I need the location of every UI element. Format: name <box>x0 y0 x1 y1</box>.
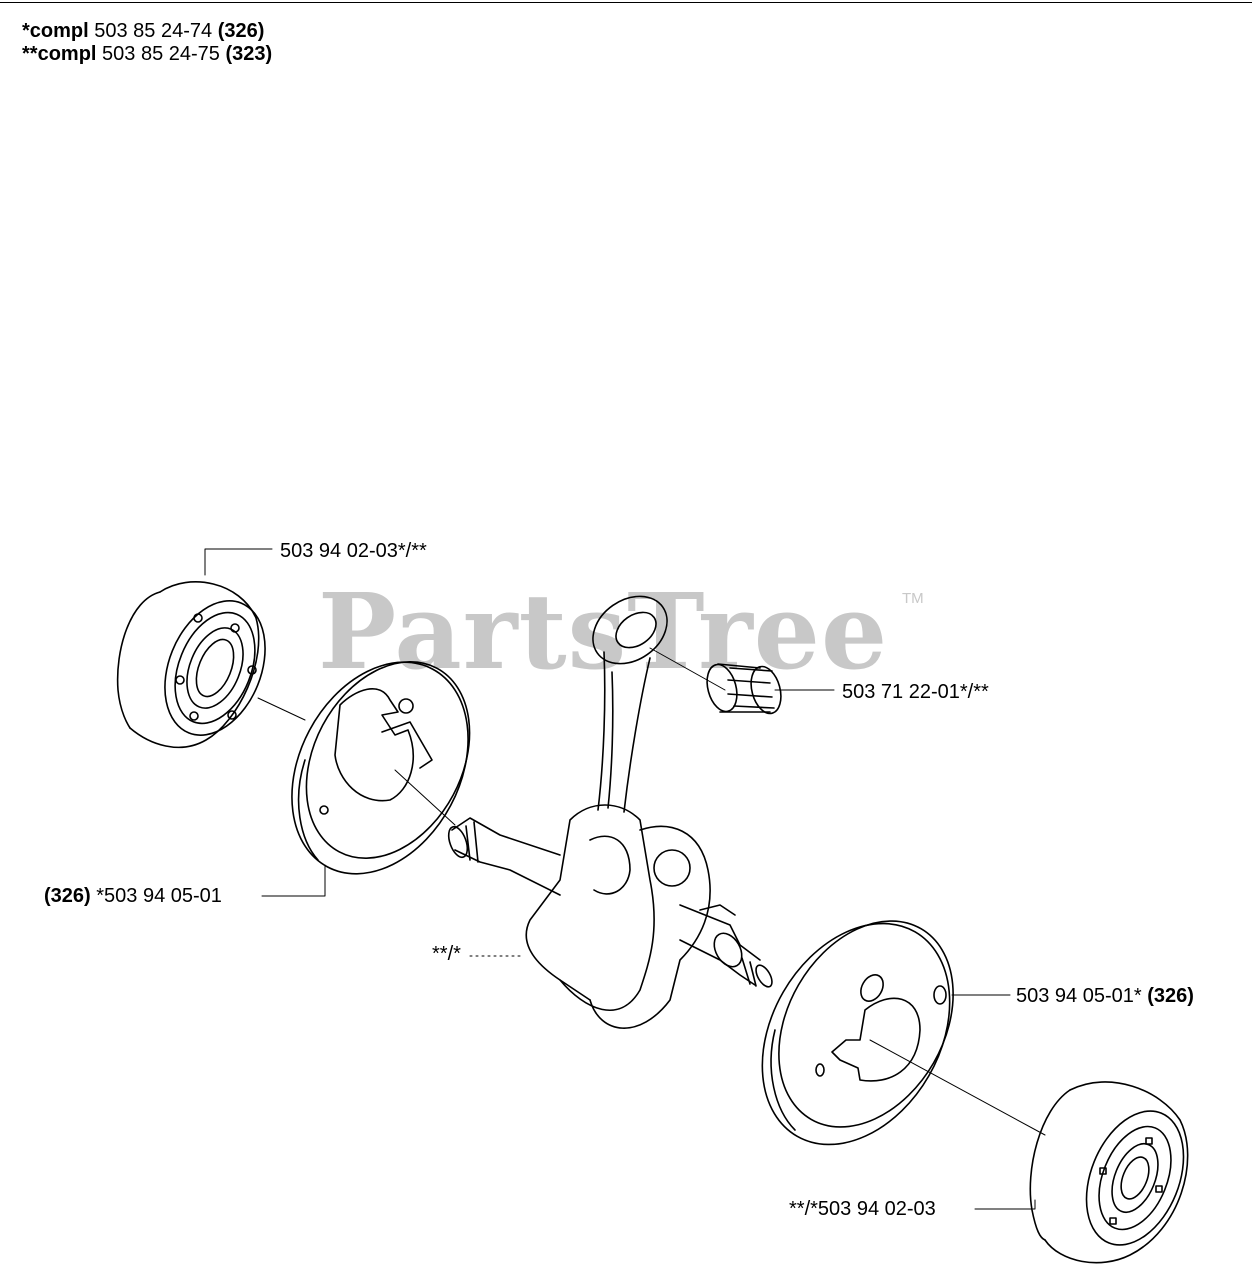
trademark-mark: TM <box>902 590 924 607</box>
callout-flywheel-left-prefix: (326) <box>44 885 91 907</box>
callout-bearing-bottom: **/*503 94 02-03 <box>789 1198 936 1220</box>
flywheel-right <box>761 920 954 1146</box>
callout-flywheel-right: 503 94 05-01* (326) <box>1016 985 1194 1007</box>
leader-lines <box>204 548 1046 1210</box>
kit-line-2: **compl 503 85 24-75 (323) <box>22 43 272 66</box>
callout-bearing-top: 503 94 02-03*/** <box>280 540 427 562</box>
callout-flywheel-right-text: 503 94 05-01* <box>1016 985 1142 1007</box>
kit-line-2-number: 503 85 24-75 <box>102 43 220 65</box>
callout-needle-bearing-text: 503 71 22-01*/** <box>842 681 989 703</box>
kit-line-1-suffix: (326) <box>217 20 265 42</box>
callout-bearing-bottom-text: **/*503 94 02-03 <box>789 1198 936 1220</box>
kit-line-1-number: 503 85 24-74 <box>94 20 213 42</box>
top-border-line <box>0 2 1252 3</box>
kit-line-1-prefix: *compl <box>22 20 89 42</box>
kit-header: *compl 503 85 24-74 (326) **compl 503 85… <box>22 20 272 66</box>
ball-bearing-top <box>116 581 266 749</box>
callout-flywheel-right-suffix: (326) <box>1147 985 1194 1007</box>
callout-bearing-top-text: 503 94 02-03*/** <box>280 540 427 562</box>
flywheel-left <box>291 661 471 875</box>
partstree-watermark: PartsTree <box>318 570 889 693</box>
callout-flywheel-left: (326) *503 94 05-01 <box>44 885 222 907</box>
ball-bearing-bottom <box>1029 1081 1189 1264</box>
kit-line-2-suffix: (323) <box>225 43 273 65</box>
crankshaft <box>447 804 773 1029</box>
needle-roller-bearing <box>706 663 782 715</box>
connecting-rod <box>592 595 668 813</box>
callout-crankshaft-text: **/* <box>432 943 461 965</box>
kit-line-1: *compl 503 85 24-74 (326) <box>22 20 272 43</box>
callout-needle-bearing: 503 71 22-01*/** <box>842 681 989 703</box>
callout-crankshaft: **/* <box>432 943 461 965</box>
kit-line-2-prefix: **compl <box>22 43 97 65</box>
callout-flywheel-left-text: *503 94 05-01 <box>96 885 222 907</box>
